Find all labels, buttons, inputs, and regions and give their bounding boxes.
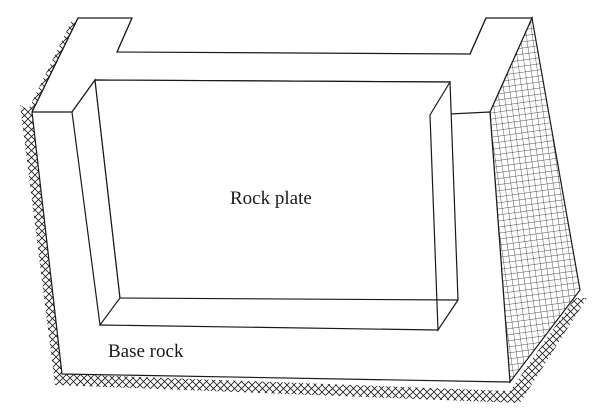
top-rim-inner-edge <box>31 17 487 113</box>
ground-hatch-band <box>20 105 587 403</box>
recess-right-wall <box>429 81 459 332</box>
base-rock-label: Base rock <box>108 341 184 362</box>
rock-plate-label: Rock plate <box>230 188 312 209</box>
recess-bottom-edge <box>99 324 439 331</box>
